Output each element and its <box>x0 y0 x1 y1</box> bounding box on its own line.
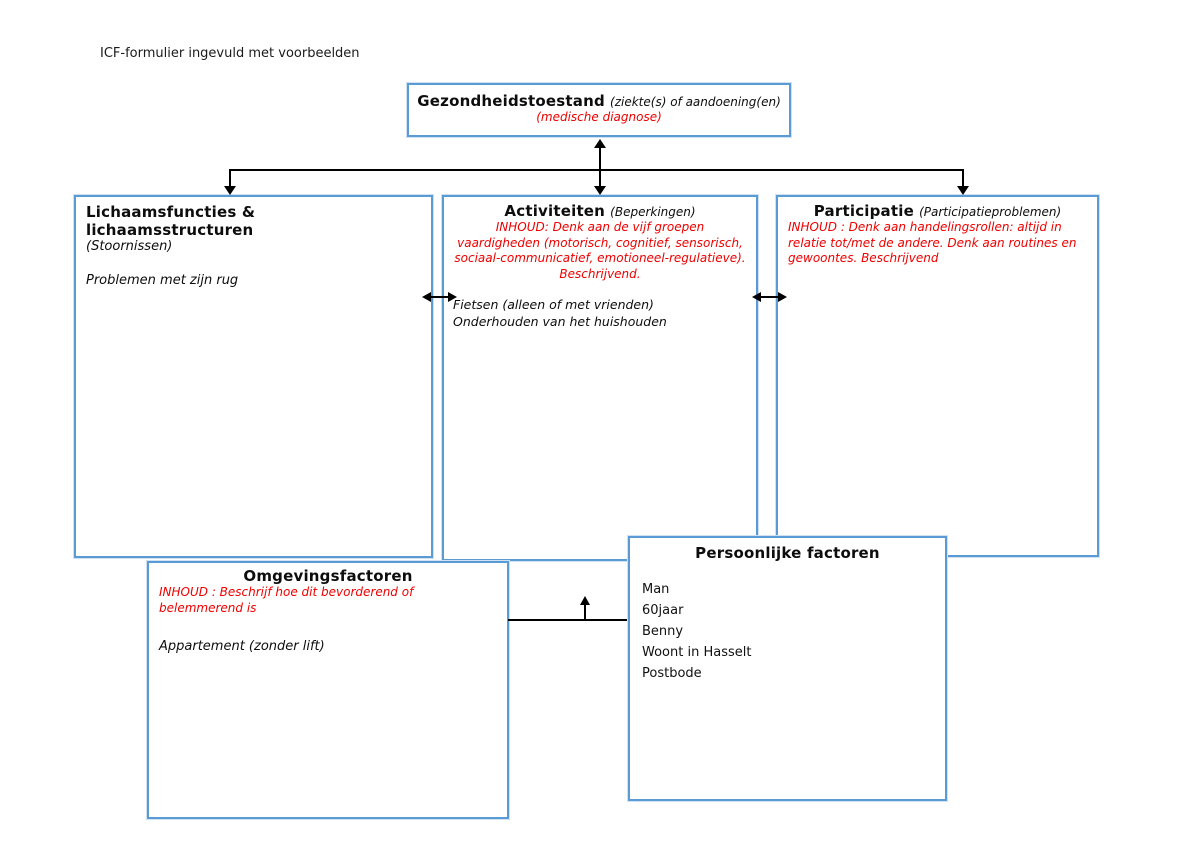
up-arrow-icon <box>594 139 606 148</box>
box-persoonlijke-factoren: Persoonlijke factoren Man 60jaar Benny W… <box>628 536 947 801</box>
box-gezondheidstoestand: Gezondheidstoestand (ziekte(s) of aandoe… <box>407 83 791 137</box>
gezondheidstoestand-subtitle: (ziekte(s) of aandoening(en) <box>610 95 781 109</box>
activiteiten-example-line: Fietsen (alleen of met vrienden) <box>453 297 654 312</box>
participatie-heading: Participatie (Participatieproblemen) <box>788 201 1087 220</box>
right-arrow-icon <box>778 292 787 302</box>
persoonlijke-factoren-title: Persoonlijke factoren <box>695 544 880 562</box>
omgevingsfactoren-inhoud: INHOUD : Beschrijf hoe dit bevorderend o… <box>159 585 414 615</box>
participatie-subtitle: (Participatieproblemen) <box>919 205 1062 219</box>
persoonlijke-factoren-item: Woont in Hasselt <box>642 645 752 660</box>
box-activiteiten: Activiteiten (Beperkingen) INHOUD: Denk … <box>442 195 758 561</box>
omgevingsfactoren-example: Appartement (zonder lift) <box>159 639 325 654</box>
connector-bottom-stem <box>584 604 586 619</box>
participatie-inhoud: INHOUD : Denk aan handelingsrollen: alti… <box>788 220 1077 265</box>
persoonlijke-factoren-item: 60jaar <box>642 603 684 618</box>
connector-right-gap-line <box>760 296 778 298</box>
lichaamsfuncties-title: Lichaamsfuncties & lichaamsstructuren <box>86 203 256 239</box>
lichaamsfuncties-example: Problemen met zijn rug <box>86 273 239 288</box>
connector-bottom-line <box>508 619 629 621</box>
box-participatie: Participatie (Participatieproblemen) INH… <box>776 195 1099 557</box>
gezondheidstoestand-heading: Gezondheidstoestand (ziekte(s) of aandoe… <box>409 91 789 110</box>
activiteiten-example-line: Onderhouden van het huishouden <box>453 314 667 329</box>
lichaamsfuncties-subtitle: (Stoornissen) <box>86 239 173 254</box>
persoonlijke-factoren-item: Man <box>642 582 670 597</box>
box-lichaamsfuncties: Lichaamsfuncties & lichaamsstructuren (S… <box>74 195 433 558</box>
connector-left-stem <box>229 169 231 187</box>
activiteiten-inhoud: INHOUD: Denk aan de vijf groepen vaardig… <box>454 220 746 281</box>
gezondheidstoestand-title: Gezondheidstoestand <box>417 92 605 110</box>
connector-left-gap-line <box>430 296 448 298</box>
activiteiten-title: Activiteiten <box>504 202 606 220</box>
down-arrow-icon <box>224 186 236 195</box>
connector-right-stem <box>962 169 964 187</box>
activiteiten-heading: Activiteiten (Beperkingen) <box>453 201 747 220</box>
persoonlijke-factoren-item: Benny <box>642 624 684 639</box>
persoonlijke-factoren-list: Man 60jaar Benny Woont in Hasselt Postbo… <box>642 579 933 684</box>
activiteiten-subtitle: (Beperkingen) <box>610 205 696 219</box>
persoonlijke-factoren-item: Postbode <box>642 666 702 681</box>
down-arrow-icon <box>957 186 969 195</box>
page-title: ICF-formulier ingevuld met voorbeelden <box>100 46 360 61</box>
down-arrow-icon <box>594 186 606 195</box>
connector-center-stem <box>599 147 601 188</box>
right-arrow-icon <box>448 292 457 302</box>
box-omgevingsfactoren: Omgevingsfactoren INHOUD : Beschrijf hoe… <box>147 561 509 819</box>
connector-top-horizontal-line <box>229 169 964 171</box>
left-arrow-icon <box>752 292 761 302</box>
left-arrow-icon <box>422 292 431 302</box>
omgevingsfactoren-title: Omgevingsfactoren <box>243 567 413 585</box>
participatie-title: Participatie <box>813 202 914 220</box>
activiteiten-examples: Fietsen (alleen of met vrienden) Onderho… <box>453 296 747 330</box>
up-arrow-icon <box>580 596 590 605</box>
gezondheidstoestand-note: (medische diagnose) <box>536 110 662 124</box>
